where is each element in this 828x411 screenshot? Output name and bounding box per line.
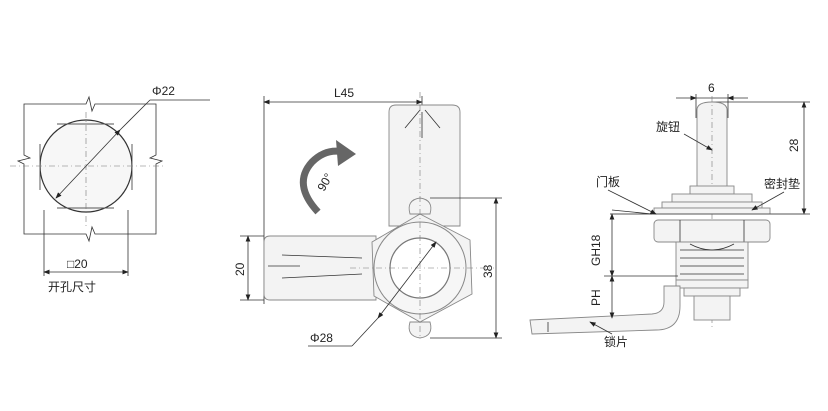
ph-label: PH (589, 289, 603, 306)
rotation-label: 90° (314, 171, 335, 194)
side-width-label: 6 (708, 81, 715, 95)
cutout-diameter-label: Φ22 (152, 84, 175, 98)
cutout-caption: 开孔尺寸 (48, 280, 96, 294)
front-length-label: L45 (334, 86, 354, 100)
front-diameter-label: Φ28 (310, 331, 333, 345)
front-view: L45 90° 20 38 (233, 86, 502, 347)
side-view: 6 28 GH18 (529, 81, 810, 349)
cam-label: 锁片 (604, 334, 628, 349)
gh-label: GH18 (589, 234, 603, 266)
cutout-square-label: □20 (67, 257, 88, 271)
knob-label: 旋钮 (656, 119, 680, 134)
side-height-label: 28 (787, 138, 801, 152)
front-height-right-label: 38 (481, 264, 495, 278)
gasket-label: 密封垫 (764, 176, 800, 191)
door-panel-label: 门板 (596, 174, 620, 189)
front-height-left-label: 20 (233, 262, 247, 276)
cutout-view: Φ22 □20 开孔尺寸 (10, 84, 210, 294)
